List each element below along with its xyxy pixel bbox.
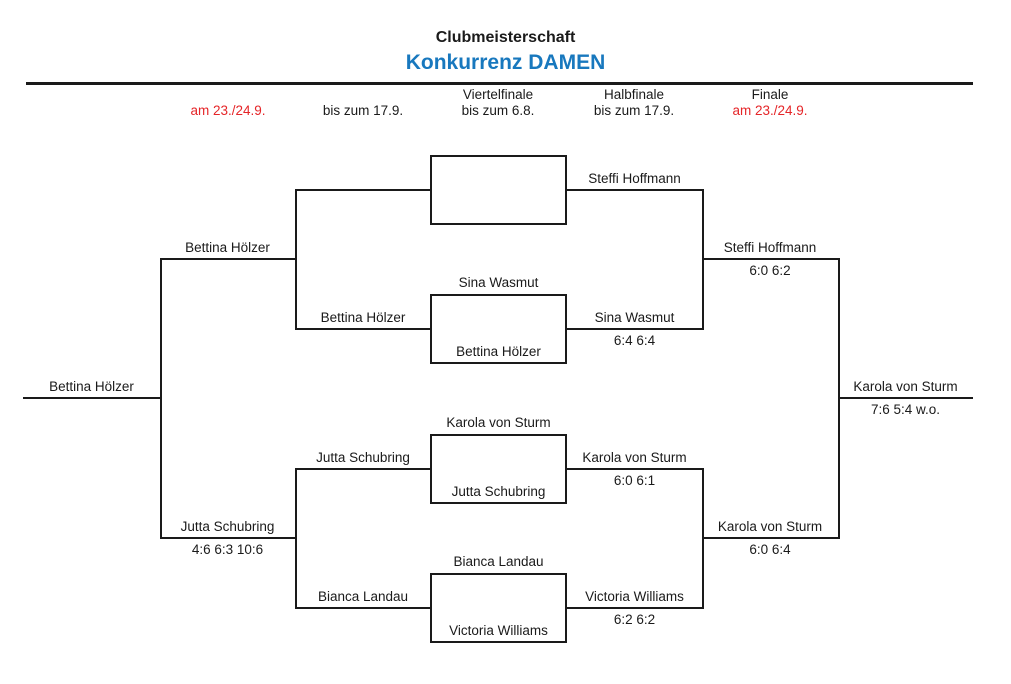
qf1-player-bottom (430, 204, 567, 222)
qf2-winner-line (567, 328, 702, 330)
qf3-loser-label: Jutta Schubring (316, 450, 410, 465)
consolation-sf2-winner-label: Jutta Schubring (180, 519, 275, 534)
round-date-1: bis zum 17.9. (322, 103, 404, 118)
qf3-player-bottom: Jutta Schubring (451, 484, 546, 499)
round-date-4: am 23./24.9. (732, 103, 808, 118)
qf3-score: 6:0 6:1 (613, 473, 656, 488)
qf3-winner-line (567, 468, 702, 470)
qf1-left-line (295, 189, 431, 191)
champion-label: Karola von Sturm (853, 379, 958, 394)
consolation-sf1-connector (295, 189, 297, 330)
round-name-3: Halbfinale (603, 87, 665, 102)
competition-title: Konkurrenz DAMEN (405, 51, 606, 74)
consolation-final-score (23, 401, 160, 419)
sf1-score: 6:0 6:2 (749, 263, 791, 278)
sf2-winner-label: Karola von Sturm (717, 519, 823, 534)
round-name-2: Viertelfinale (462, 87, 534, 102)
round-date-0: am 23./24.9. (190, 103, 266, 118)
consolation-champion-line (23, 397, 160, 399)
qf4-score: 6:2 6:2 (613, 612, 656, 627)
qf1-winner-line (567, 189, 702, 191)
sf1-winner-label: Steffi Hoffmann (723, 240, 817, 255)
consolation-sf2-winner-line (160, 537, 295, 539)
qf2-player-top: Sina Wasmut (458, 275, 539, 290)
consolation-sf2-connector (295, 468, 297, 609)
qf4-player-top: Bianca Landau (453, 554, 544, 569)
match-box-qf3 (430, 434, 567, 504)
match-box-qf2 (430, 294, 567, 364)
qf4-loser-label: Bianca Landau (317, 589, 409, 604)
round-name-4: Finale (751, 87, 789, 102)
qf4-left-line (295, 607, 431, 609)
consolation-sf1-winner-label: Bettina Hölzer (185, 240, 270, 255)
match-box-qf1 (430, 155, 567, 225)
qf4-winner-line (567, 607, 702, 609)
qf4-player-bottom: Victoria Williams (449, 623, 548, 638)
page-title: Clubmeisterschaft (435, 29, 576, 46)
consolation-champion-label: Bettina Hölzer (49, 379, 134, 394)
final-score: 7:6 5:4 w.o. (870, 402, 941, 417)
sf2-winner-line (702, 537, 838, 539)
qf4-winner-label: Victoria Williams (585, 589, 684, 604)
qf2-winner-label: Sina Wasmut (594, 310, 675, 325)
qf3-player-top: Karola von Sturm (446, 415, 551, 430)
round-date-2: bis zum 6.8. (461, 103, 535, 118)
consolation-sf1-score (160, 262, 295, 280)
consolation-sf2-score: 4:6 6:3 10:6 (191, 542, 264, 557)
header-divider (26, 82, 973, 85)
qf3-left-line (295, 468, 431, 470)
qf1-player-top (430, 135, 567, 153)
qf2-loser-label: Bettina Hölzer (320, 310, 406, 325)
consolation-sf1-winner-line (160, 258, 295, 260)
qf2-player-bottom: Bettina Hölzer (456, 344, 541, 359)
champion-line (838, 397, 973, 399)
qf1-winner-label: Steffi Hoffmann (588, 171, 681, 186)
consolation-final-connector (160, 258, 162, 539)
qf2-left-line (295, 328, 431, 330)
round-date-3: bis zum 17.9. (593, 103, 675, 118)
match-box-qf4 (430, 573, 567, 643)
qf2-score: 6:4 6:4 (613, 333, 656, 348)
qf3-winner-label: Karola von Sturm (582, 450, 687, 465)
sf2-score: 6:0 6:4 (749, 542, 791, 557)
sf1-winner-line (702, 258, 838, 260)
